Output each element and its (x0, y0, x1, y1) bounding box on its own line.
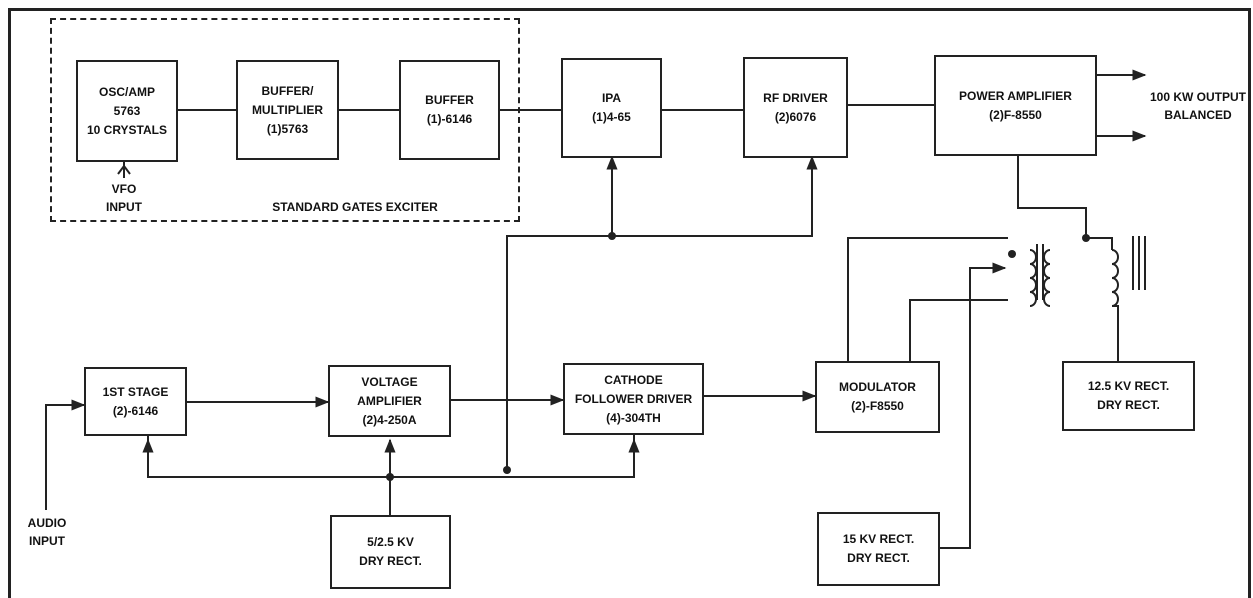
rect-15kv-title: 15 KV RECT. (842, 532, 915, 546)
exciter-label: STANDARD GATES EXCITER (272, 200, 438, 214)
buffer-multiplier-block: BUFFER/ MULTIPLIER (1)5763 (236, 60, 339, 160)
rf-driver-block: RF DRIVER (2)6076 (743, 57, 848, 158)
audio-input-text: INPUT (29, 534, 65, 548)
power-amplifier-tube: (2)F-8550 (989, 107, 1042, 122)
cathode-follower-block: CATHODE FOLLOWER DRIVER (4)-304TH (563, 363, 704, 435)
buffer-block: BUFFER (1)-6146 (399, 60, 500, 160)
rf-driver-title: RF DRIVER (763, 90, 828, 105)
osc-amp-title: OSC/AMP (98, 84, 155, 99)
output-power-text: 100 KW OUTPUT (1149, 90, 1246, 104)
osc-amp-tube: 5763 (113, 103, 141, 118)
voltage-amplifier-tube: (2)4-250A (362, 412, 417, 427)
ipa-title: IPA (601, 91, 622, 105)
osc-amp-block: OSC/AMP 5763 10 CRYSTALS (76, 60, 178, 162)
rect-5kv-subtitle: DRY RECT. (359, 554, 422, 568)
ipa-block: IPA (1)4-65 (561, 58, 662, 158)
vfo-input-label: VFO INPUT (98, 180, 150, 216)
audio-input-label: AUDIO INPUT (22, 514, 72, 550)
buffer-title: BUFFER (425, 93, 474, 107)
power-amplifier-title: POWER AMPLIFIER (959, 88, 1072, 103)
rf-driver-tube: (2)6076 (774, 109, 817, 124)
rect-12-5kv-title: 12.5 KV RECT. (1087, 379, 1170, 393)
cathode-follower-tube: (4)-304TH (606, 410, 661, 425)
wire-audio-input (45, 399, 86, 510)
modulator-title: MODULATOR (839, 380, 916, 394)
voltage-amplifier-title2: AMPLIFIER (357, 393, 422, 408)
buffer-multiplier-tube: (1)5763 (266, 121, 309, 136)
vfo-input-text: INPUT (106, 200, 142, 214)
voltage-amplifier-title: VOLTAGE (361, 374, 418, 389)
buffer-tube: (1)-6146 (426, 112, 473, 126)
cathode-follower-title: CATHODE (604, 372, 663, 387)
ipa-tube: (1)4-65 (592, 110, 631, 124)
rect-15kv-block: 15 KV RECT. DRY RECT. (817, 512, 940, 586)
first-stage-block: 1ST STAGE (2)-6146 (84, 367, 187, 436)
buffer-multiplier-title: BUFFER/ (261, 83, 314, 98)
vfo-label: VFO (111, 182, 137, 196)
output-balanced-text: BALANCED (1164, 108, 1232, 122)
first-stage-title: 1ST STAGE (102, 384, 169, 399)
buffer-multiplier-title2: MULTIPLIER (251, 102, 324, 117)
rect-12-5kv-subtitle: DRY RECT. (1097, 398, 1160, 412)
osc-amp-crystals: 10 CRYSTALS (86, 122, 167, 137)
rect-5kv-block: 5/2.5 KV DRY RECT. (330, 515, 451, 589)
power-amplifier-block: POWER AMPLIFIER (2)F-8550 (934, 55, 1097, 156)
output-label: 100 KW OUTPUT BALANCED (1148, 88, 1248, 124)
wire-bplus-rf (506, 155, 818, 470)
audio-label: AUDIO (27, 516, 67, 530)
rect-5kv-title: 5/2.5 KV (367, 535, 414, 549)
first-stage-tube: (2)-6146 (112, 403, 159, 418)
modulator-block: MODULATOR (2)-F8550 (815, 361, 940, 433)
diagram-frame (8, 8, 1251, 598)
wire-pa-mod-xfmr (1017, 155, 1087, 238)
rect-15kv-subtitle: DRY RECT. (847, 551, 910, 565)
rect-12-5kv-block: 12.5 KV RECT. DRY RECT. (1062, 361, 1195, 431)
voltage-amplifier-block: VOLTAGE AMPLIFIER (2)4-250A (328, 365, 451, 437)
modulator-tube: (2)-F8550 (851, 399, 904, 413)
cathode-follower-title2: FOLLOWER DRIVER (574, 391, 693, 406)
exciter-boundary (50, 18, 520, 222)
